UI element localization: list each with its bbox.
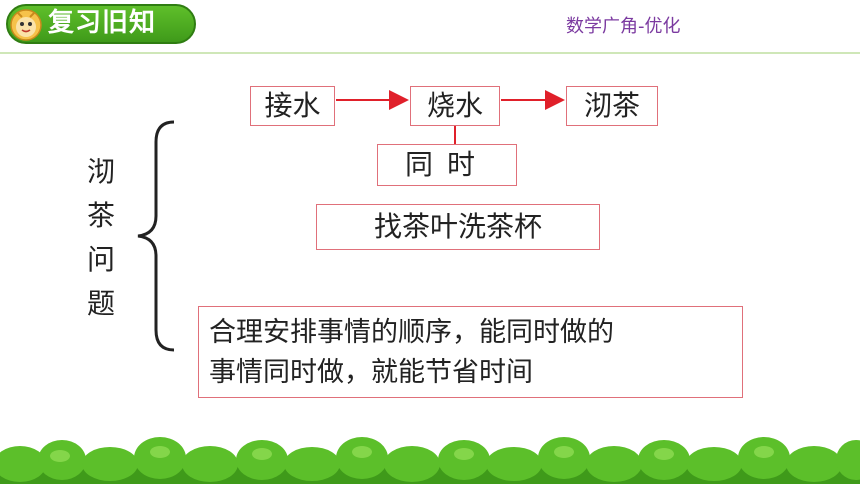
summary-box: 合理安排事情的顺序，能同时做的 事情同时做，就能节省时间 [198,306,743,398]
step-box-paocha: 沏茶 [566,86,658,126]
curly-brace [137,120,175,352]
subject-label: 数学广角-优化 [566,16,681,37]
header-divider [0,52,860,54]
page-title: 复习旧知 [48,8,157,38]
parallel-task-box: 找茶叶洗茶杯 [316,204,600,250]
header-bar: 复习旧知 数学广角-优化 [0,0,860,52]
side-label-char: 沏 [86,155,115,188]
mascot-icon [10,9,42,41]
summary-line: 事情同时做，就能节省时间 [209,357,533,388]
simultaneous-box: 同时 [377,144,517,186]
grass-decoration [0,437,860,484]
side-label-char: 茶 [86,199,115,232]
summary-line: 合理安排事情的顺序，能同时做的 [209,317,614,348]
step-box-shaoshui: 烧水 [410,86,500,126]
step-box-jieshui: 接水 [250,86,335,126]
side-label-char: 问 [86,243,115,276]
side-label-char: 题 [86,287,115,320]
side-label: 沏 茶 问 题 [84,150,118,326]
